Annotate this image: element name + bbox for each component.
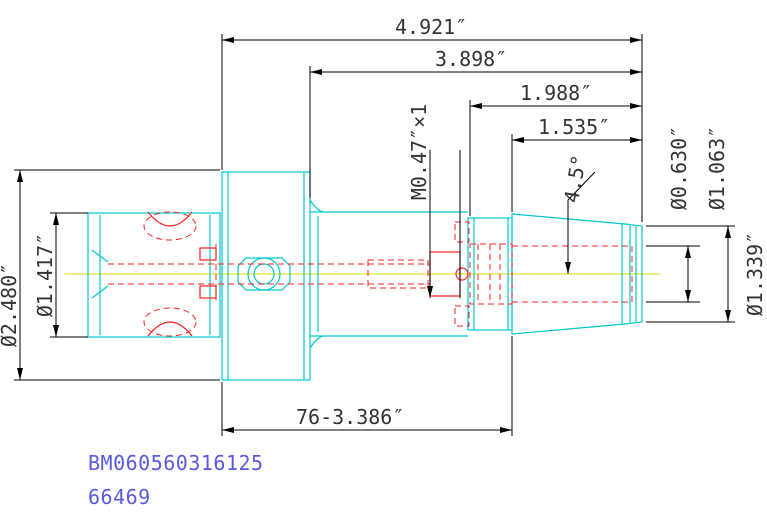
hidden-features — [108, 211, 633, 337]
dim-shank-diameter: Ø1.339″ — [743, 232, 767, 316]
dim-taper-angle: 4.5° — [559, 153, 591, 205]
dim-tip-diameter: Ø1.063″ — [705, 126, 729, 210]
taper-nose — [511, 213, 643, 335]
dim-flange-diameter: Ø2.480″ — [0, 263, 21, 347]
tool-holder-outline — [87, 171, 643, 381]
dim-small-diameter: Ø0.630″ — [667, 126, 691, 210]
part-number: BM060560316125 — [88, 451, 264, 475]
dim-bottom-length: 76-3.386″ — [296, 405, 404, 429]
dim-bore-diameter: Ø1.417″ — [33, 233, 57, 317]
dimension-lines — [14, 34, 735, 436]
dim-thread: M0.47″×1 — [407, 104, 431, 200]
dim-gauge-length: 3.898″ — [435, 47, 507, 71]
dim-taper-length: 1.988″ — [520, 81, 592, 105]
dim-overall-length: 4.921″ — [395, 15, 467, 39]
dim-nose-length: 1.535″ — [538, 115, 610, 139]
bore-section — [87, 212, 221, 338]
flange — [221, 171, 311, 381]
part-id: 66469 — [88, 485, 151, 509]
